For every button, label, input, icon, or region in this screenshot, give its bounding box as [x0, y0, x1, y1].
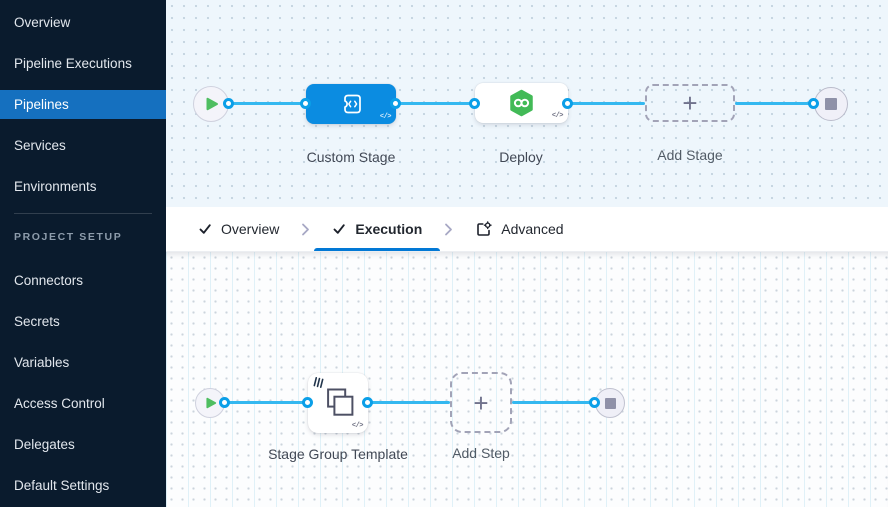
- check-icon: [333, 224, 346, 234]
- add-step-label: Add Step: [452, 445, 510, 461]
- connector-stage-group-out[interactable]: [362, 397, 373, 408]
- add-stage-label: Add Stage: [657, 147, 723, 163]
- connector-deploy-in[interactable]: [469, 98, 480, 109]
- sidebar-item-pipeline-executions[interactable]: Pipeline Executions: [14, 56, 132, 71]
- stage-group-icon: [327, 388, 354, 416]
- tab-advanced[interactable]: Advanced: [453, 207, 585, 251]
- edge-add-stage-to-end: [735, 102, 814, 105]
- tab-overview[interactable]: Overview: [176, 207, 301, 251]
- edge-add-step-to-end: [512, 401, 595, 404]
- cd-hexagon-icon: [510, 89, 533, 117]
- chevron-right-icon: [445, 223, 453, 235]
- sidebar-item-secrets[interactable]: Secrets: [14, 314, 60, 329]
- sidebar-item-services[interactable]: Services: [14, 138, 66, 153]
- connector-start-out[interactable]: [223, 98, 234, 109]
- edge-deploy-to-add-stage: [568, 102, 645, 105]
- deploy-stage-label: Deploy: [499, 149, 543, 165]
- add-stage-button[interactable]: +: [645, 84, 735, 122]
- pipeline-end-node: [814, 87, 848, 121]
- stage-group-template-label: Stage Group Template: [268, 446, 408, 462]
- connector-custom-stage-out[interactable]: [390, 98, 401, 109]
- sidebar-item-default-settings[interactable]: Default Settings: [14, 478, 110, 493]
- plus-icon: +: [473, 387, 489, 418]
- sidebar-item-variables[interactable]: Variables: [14, 355, 70, 370]
- pipeline-studio-main: </> </> + Custom Stage Deploy Add: [166, 0, 888, 507]
- tab-advanced-label: Advanced: [501, 221, 564, 237]
- sidebar-item-overview[interactable]: Overview: [14, 15, 71, 30]
- stage-config-tab-bar: Overview Execution Advanced: [166, 207, 888, 252]
- play-icon: [206, 397, 217, 409]
- tab-execution-label: Execution: [355, 221, 423, 237]
- advanced-settings-icon: [477, 220, 492, 236]
- sidebar-divider: [14, 213, 152, 214]
- tab-overview-label: Overview: [221, 221, 280, 237]
- edge-stage-group-to-add-step: [368, 401, 450, 404]
- tab-separator: [444, 207, 453, 251]
- stage-group-template-node[interactable]: </>: [308, 373, 368, 433]
- stop-icon: [604, 397, 616, 409]
- sidebar-item-environments[interactable]: Environments: [14, 179, 97, 194]
- sidebar-nav: Overview Pipeline Executions Pipelines S…: [0, 0, 166, 507]
- edge-custom-stage-to-deploy: [396, 102, 475, 105]
- connector-custom-stage-in[interactable]: [300, 98, 311, 109]
- stage-graph-canvas[interactable]: </> </> + Custom Stage Deploy Add: [166, 0, 888, 207]
- edge-start-to-stage-group: [225, 401, 308, 404]
- custom-stage-node[interactable]: </>: [306, 84, 396, 124]
- add-step-button[interactable]: +: [450, 372, 512, 433]
- yaml-code-badge: </>: [351, 422, 364, 430]
- play-icon: [206, 97, 218, 111]
- tab-separator: [301, 207, 310, 251]
- sidebar-item-delegates[interactable]: Delegates: [14, 437, 75, 452]
- yaml-code-badge: </>: [551, 112, 564, 120]
- connector-end-in[interactable]: [808, 98, 819, 109]
- edge-start-to-custom-stage: [229, 102, 306, 105]
- project-setup-section-label: PROJECT SETUP: [14, 231, 123, 243]
- connector-stage-group-in[interactable]: [302, 397, 313, 408]
- sidebar-item-connectors[interactable]: Connectors: [14, 273, 84, 288]
- sidebar-item-pipelines[interactable]: Pipelines: [0, 84, 166, 125]
- connector-deploy-out[interactable]: [562, 98, 573, 109]
- stop-icon: [825, 98, 837, 110]
- tab-execution[interactable]: Execution: [310, 207, 444, 251]
- active-tab-underline: [314, 248, 441, 251]
- sidebar-item-access-control[interactable]: Access Control: [14, 396, 105, 411]
- execution-graph-canvas[interactable]: </> + Stage Group Template Add Step: [166, 252, 888, 507]
- plus-icon: +: [682, 88, 698, 118]
- custom-stage-icon: [344, 94, 361, 114]
- connector-exec-start-out[interactable]: [219, 397, 230, 408]
- custom-stage-label: Custom Stage: [306, 149, 396, 165]
- connector-exec-end-in[interactable]: [589, 397, 600, 408]
- chevron-right-icon: [302, 223, 310, 235]
- pipeline-start-node: [193, 86, 229, 122]
- yaml-code-badge: </>: [379, 113, 392, 121]
- deploy-stage-node[interactable]: </>: [475, 83, 568, 123]
- template-badge-icon: [313, 377, 324, 388]
- check-icon: [199, 224, 211, 234]
